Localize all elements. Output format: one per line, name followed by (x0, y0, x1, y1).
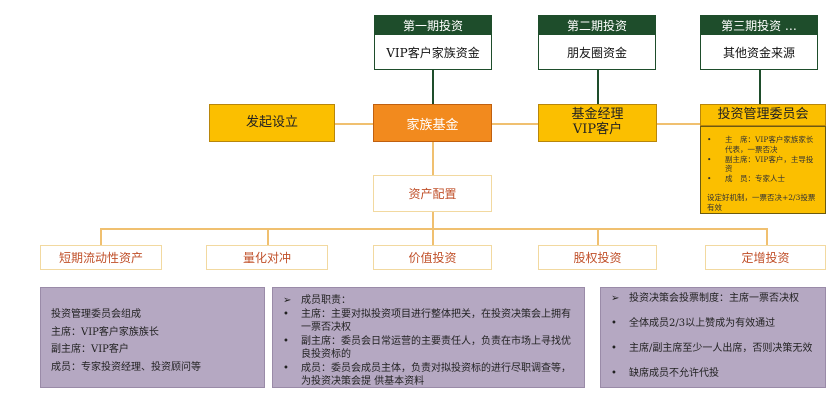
panel-line: 缺席成员不允许代投 (629, 368, 719, 379)
panel-line: 成员：委员会成员主体，负责对拟投资标的进行尽职调查等，为投资决策会提 供基本资料 (301, 362, 571, 388)
committee-item: 副主席：VIP客户，主导投资 (725, 154, 814, 174)
connector (335, 123, 373, 125)
committee-header: 投资管理委员会 (700, 104, 826, 126)
bullet: • (611, 368, 617, 379)
connector (492, 123, 538, 125)
voting-rules-panel: ➢ 投资决策会投票制度：主席一票否决权 • 全体成员2/3以上赞成为有效通过 • 主席… (600, 287, 826, 388)
connector (766, 228, 768, 245)
bullet: • (283, 308, 289, 320)
connector (100, 228, 102, 245)
source-1: VIP客户家族资金 (374, 34, 492, 70)
connector (759, 70, 761, 104)
bullet: • (611, 343, 617, 354)
bullet: • (283, 335, 289, 347)
bullet: • (283, 362, 289, 374)
committee-composition-panel: 投资管理委员会组成 主席：VIP客户家族族长 副主席：VIP客户 成员：专家投资… (40, 287, 265, 388)
phase-2-header: 第二期投资 (538, 15, 656, 35)
connector (100, 228, 767, 230)
family-fund-box: 家族基金 (373, 104, 492, 142)
arrow-bullet-icon: ➢ (611, 293, 620, 304)
connector (267, 228, 269, 245)
connector (432, 212, 434, 228)
committee-note: 设定好机制，一票否决+2/3投票有效 (707, 192, 816, 212)
connector (432, 142, 434, 175)
panel-line: 全体成员2/3以上赞成为有效通过 (629, 318, 776, 329)
panel-heading: 投资决策会投票制度：主席一票否决权 (629, 293, 799, 304)
panel-line: 主席：VIP客户家族族长 (51, 326, 159, 338)
panel-line: 副主席：委员会日常运营的主要责任人，负责在市场上寻找优良投资标的 (301, 335, 571, 361)
connector (597, 228, 599, 245)
bullet: • (611, 318, 617, 329)
committee-item: 主 席：VIP客户家族家长代表，一票否决 (725, 135, 814, 154)
connector (597, 70, 599, 104)
asset-equity: 股权投资 (538, 245, 657, 270)
source-2: 朋友圈资金 (538, 34, 656, 70)
panel-line: 主席/副主席至少一人出席，否则决策无效 (629, 343, 813, 354)
fund-manager-box: 基金经理 VIP客户 (538, 104, 657, 142)
panel-line: 投资管理委员会组成 (51, 309, 141, 320)
connector (657, 123, 700, 125)
connector (432, 228, 434, 245)
member-duties-panel: ➢ 成员职责： • 主席：主要对拟投资项目进行整体把关，在投资决策会上拥有一票否决权… (272, 287, 585, 388)
source-3: 其他资金来源 (700, 34, 818, 70)
asset-short-term: 短期流动性资产 (40, 245, 162, 270)
asset-private-placement: 定增投资 (705, 245, 826, 270)
committee-item: 成 员：专家人士 (725, 174, 785, 183)
panel-line: 成员：专家投资经理、投资顾问等 (51, 361, 201, 373)
panel-line: 主席：主要对拟投资项目进行整体把关，在投资决策会上拥有一票否决权 (301, 308, 571, 334)
bullet: • (707, 174, 712, 183)
asset-value: 价值投资 (373, 245, 492, 270)
bullet: • (707, 154, 712, 164)
phase-3-header: 第三期投资 … (700, 15, 818, 35)
committee-detail: • 主 席：VIP客户家族家长代表，一票否决 • 副主席：VIP客户，主导投资 • 成… (700, 126, 826, 214)
panel-line: 副主席：VIP客户 (51, 344, 129, 355)
connector (432, 70, 434, 104)
asset-allocation-box: 资产配置 (373, 175, 492, 212)
founder-box: 发起设立 (209, 104, 335, 142)
arrow-bullet-icon: ➢ (283, 295, 292, 306)
phase-1-header: 第一期投资 (374, 15, 492, 35)
asset-quant-hedge: 量化对冲 (206, 245, 328, 270)
bullet: • (707, 135, 712, 144)
panel-heading: 成员职责： (301, 295, 351, 306)
